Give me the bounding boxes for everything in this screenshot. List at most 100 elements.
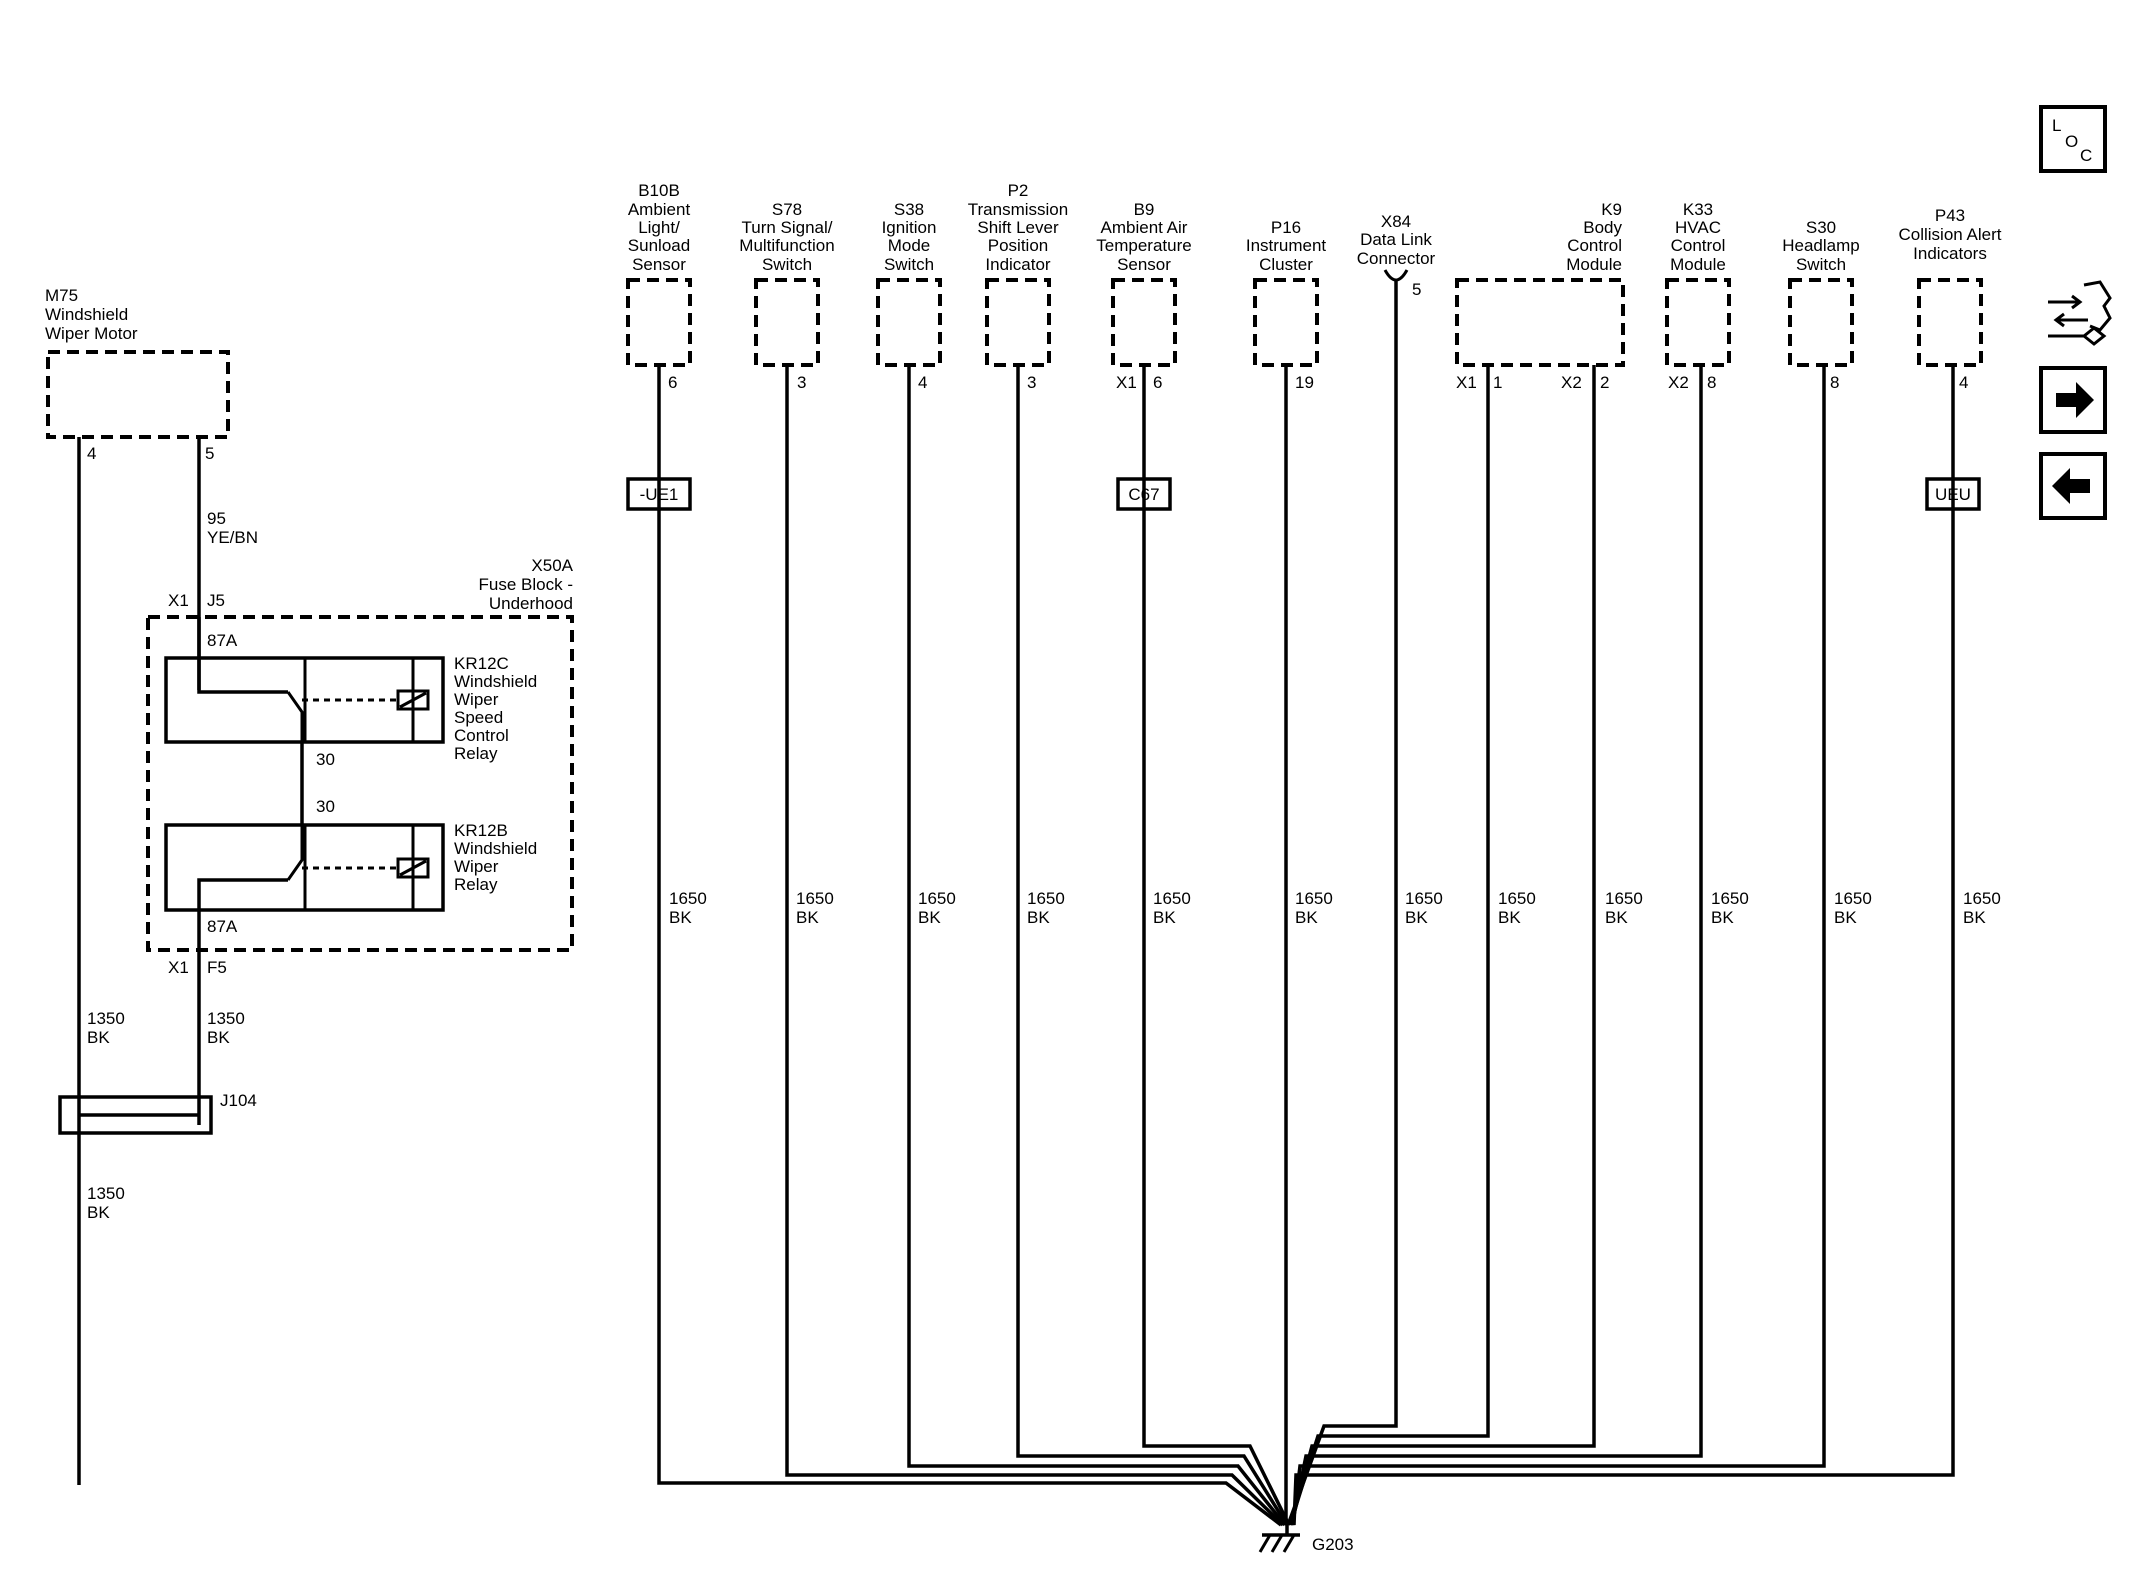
wire-label-number: 1650 xyxy=(1027,889,1065,908)
kr12b-name-2: Wiper xyxy=(454,857,499,876)
b10b-id: B10B xyxy=(638,181,680,200)
wire-p43-ground xyxy=(1292,365,1955,1526)
previous-page-frame xyxy=(2039,452,2107,520)
p43-collision-alert-indicators: P43 Collision Alert Indicators 4 xyxy=(1899,206,2002,392)
previous-page-button[interactable] xyxy=(2039,452,2107,520)
s38-component-box xyxy=(876,278,942,367)
j104-splice: J104 xyxy=(58,1091,257,1135)
s30-headlamp-switch: S30 Headlamp Switch 8 xyxy=(1782,218,1860,392)
s30-name-2: Switch xyxy=(1796,255,1846,274)
wire-label-number: 1650 xyxy=(1153,889,1191,908)
m75-name-1: Windshield xyxy=(45,305,128,324)
s38-name-3: Switch xyxy=(884,255,934,274)
s38-pin: 4 xyxy=(918,373,927,392)
wire-label-number: 1650 xyxy=(669,889,707,908)
x50a-in-connector: X1 xyxy=(168,591,189,610)
k33-name-2: Control xyxy=(1671,236,1726,255)
k9-pin-2: 2 xyxy=(1600,373,1609,392)
s38-name-1: Ignition xyxy=(882,218,937,237)
wire-label-color: BK xyxy=(1963,908,1986,927)
x50a-id: X50A xyxy=(531,556,573,575)
loc-letter-c: C xyxy=(2080,146,2092,165)
s30-pin: 8 xyxy=(1830,373,1839,392)
x84-name-1: Data Link xyxy=(1360,230,1432,249)
p2-name-1: Transmission xyxy=(968,200,1068,219)
wire-95-number: 95 xyxy=(207,509,226,528)
p16-name-1: Instrument xyxy=(1246,236,1327,255)
s30-component-box xyxy=(1788,278,1854,367)
x84-id: X84 xyxy=(1381,212,1411,231)
kr12c-id: KR12C xyxy=(454,654,509,673)
loc-button[interactable]: L O C xyxy=(2039,105,2107,173)
p43-id: P43 xyxy=(1935,206,1965,225)
b10b-ambient-light-sunload-sensor: B10B Ambient Light/ Sunload Sensor 6 xyxy=(626,181,692,392)
b9-name-1: Ambient Air xyxy=(1101,218,1188,237)
b9-id: B9 xyxy=(1134,200,1155,219)
kr12b-pin-30: 30 xyxy=(316,797,335,816)
b9-name-3: Sensor xyxy=(1117,255,1171,274)
b10b-name-4: Sensor xyxy=(632,255,686,274)
x50a-in-pin: J5 xyxy=(207,591,225,610)
wire-label-color: BK xyxy=(669,908,692,927)
m75-pin-5: 5 xyxy=(205,444,214,463)
x50a-name-2: Underhood xyxy=(489,594,573,613)
next-page-button[interactable] xyxy=(2039,366,2107,434)
kr12b-wiper-relay: 30 KR12B Windshield Wiper Relay 87A xyxy=(164,797,537,1125)
tag-ueu-box xyxy=(1925,477,1981,511)
p43-pin: 4 xyxy=(1959,373,1968,392)
k9-body-control-module: K9 Body Control Module X1 1 X2 2 xyxy=(1455,200,1625,392)
next-arrow-icon xyxy=(2056,382,2094,418)
previous-arrow-icon xyxy=(2052,468,2090,504)
k9-connector-2: X2 xyxy=(1561,373,1582,392)
kr12c-switch-arm xyxy=(286,691,304,742)
b9-connector: X1 xyxy=(1116,373,1137,392)
b9-pin: 6 xyxy=(1153,373,1162,392)
kr12c-wiper-speed-control-relay: 87A KR12C Windshield Wiper Speed Control… xyxy=(164,617,537,769)
p2-id: P2 xyxy=(1008,181,1029,200)
tag-c67-label: C67 xyxy=(1128,485,1159,504)
wire-s78-ground xyxy=(785,365,1285,1527)
x50a-fuse-block-underhood: X50A Fuse Block - Underhood X1 J5 X1 F5 xyxy=(146,556,574,977)
j104-label: J104 xyxy=(220,1091,257,1110)
connector-tool-outline xyxy=(2083,280,2112,332)
wire-95-color: YE/BN xyxy=(207,528,258,547)
p43-name-2: Indicators xyxy=(1913,244,1987,263)
g203-ground: G203 xyxy=(1258,1525,1354,1554)
p16-id: P16 xyxy=(1271,218,1301,237)
b9-name-2: Temperature xyxy=(1096,236,1191,255)
p2-name-4: Indicator xyxy=(985,255,1051,274)
ground-hatch-1 xyxy=(1258,1534,1272,1553)
kr12c-name-3: Speed xyxy=(454,708,503,727)
k9-name-2: Control xyxy=(1567,236,1622,255)
connector-tool-arrow-left xyxy=(2053,312,2088,328)
loc-letter-o: O xyxy=(2065,132,2078,151)
tag-c67-box xyxy=(1116,477,1172,511)
ground-hatch-2 xyxy=(1270,1534,1284,1553)
p43-component-box xyxy=(1917,278,1983,367)
wire-label-color: BK xyxy=(1295,908,1318,927)
kr12b-name-3: Relay xyxy=(454,875,498,894)
wire-label-number: 1650 xyxy=(918,889,956,908)
x50a-component-box xyxy=(146,615,574,952)
k33-name-1: HVAC xyxy=(1675,218,1721,237)
k9-pin-1: 1 xyxy=(1493,373,1502,392)
wire-label-color: BK xyxy=(1711,908,1734,927)
wire-label-color: BK xyxy=(1498,908,1521,927)
connector-tool-icon[interactable] xyxy=(2048,280,2112,346)
connector-tool-arrow-right xyxy=(2048,294,2083,310)
k33-component-box xyxy=(1665,278,1731,367)
wire-1350-right-number: 1350 xyxy=(207,1009,245,1028)
m75-windshield-wiper-motor: M75 Windshield Wiper Motor 4 5 xyxy=(45,286,230,463)
tag-ue1-label: -UE1 xyxy=(640,485,679,504)
kr12b-coil xyxy=(396,857,430,879)
wire-label-number: 1650 xyxy=(1605,889,1643,908)
wire-k9-x1-ground xyxy=(1288,365,1490,1526)
b10b-name-1: Ambient xyxy=(628,200,691,219)
p16-component-box xyxy=(1253,278,1319,367)
x84-name-2: Connector xyxy=(1357,249,1436,268)
wire-label-number: 1650 xyxy=(1834,889,1872,908)
wire-1350-bottom-color: BK xyxy=(87,1203,110,1222)
kr12c-pin-87a: 87A xyxy=(207,631,238,650)
kr12b-coil-slash xyxy=(399,859,427,877)
